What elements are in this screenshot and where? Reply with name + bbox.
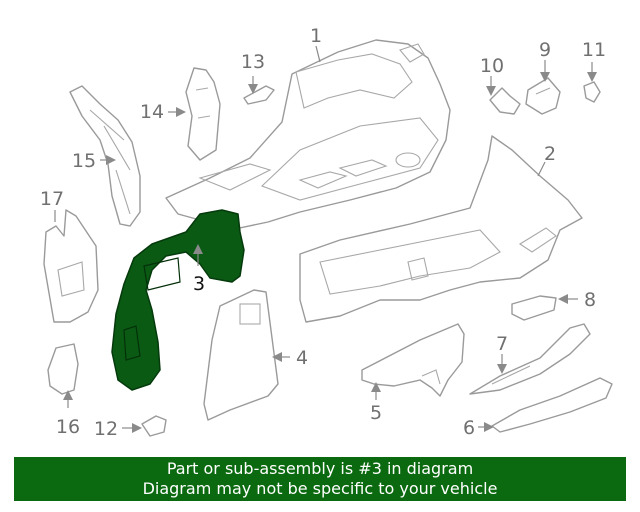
banner-line-1: Part or sub-assembly is #3 in diagram: [166, 459, 474, 478]
callout-11: 11: [582, 39, 606, 61]
callout-7: 7: [496, 333, 508, 355]
part-3-highlighted: [111, 209, 245, 391]
callout-8: 8: [584, 289, 596, 311]
callout-14: 14: [140, 101, 164, 123]
callout-1: 1: [310, 25, 322, 47]
part-9-bracket: [525, 77, 561, 115]
part-2-quarter-trim: [299, 135, 583, 323]
part-11-clip: [583, 81, 601, 103]
callout-10: 10: [480, 55, 504, 77]
part-8-cover: [511, 295, 557, 321]
callout-labels: 1 2 3 4 5 6 7 8 9 10 11 12 13 14 15 16 1…: [40, 25, 606, 440]
callout-4: 4: [296, 347, 308, 369]
part-10-clip: [489, 87, 521, 115]
callout-17: 17: [40, 188, 64, 210]
parts-diagram: 1 2 3 4 5 6 7 8 9 10 11 12 13 14 15 16 1…: [40, 25, 613, 440]
callout-5: 5: [370, 402, 382, 424]
banner-line-2: Diagram may not be specific to your vehi…: [142, 479, 498, 498]
fitment-notice-banner: Part or sub-assembly is #3 in diagram Di…: [14, 457, 626, 501]
part-17-panel: [43, 209, 99, 323]
part-13-cover: [243, 85, 275, 105]
callout-12: 12: [94, 418, 118, 440]
part-16-latch: [47, 343, 79, 395]
callout-13: 13: [241, 51, 265, 73]
callout-9: 9: [539, 39, 551, 61]
part-12-bracket: [141, 415, 167, 437]
callout-3: 3: [193, 273, 205, 295]
part-14-bracket: [185, 67, 221, 161]
part-4-side-trim: [203, 289, 279, 421]
part-1-floor-panel: [165, 39, 451, 231]
callout-2: 2: [544, 143, 556, 165]
callout-6: 6: [463, 417, 475, 439]
part-7-trim-piece: [469, 323, 591, 395]
part-5-sill-trim: [361, 323, 465, 397]
callout-15: 15: [72, 150, 96, 172]
part-15-pillar: [69, 85, 141, 227]
leader-lines: [54, 45, 597, 433]
callout-16: 16: [56, 416, 80, 438]
part-6-trim-strip: [491, 377, 613, 433]
